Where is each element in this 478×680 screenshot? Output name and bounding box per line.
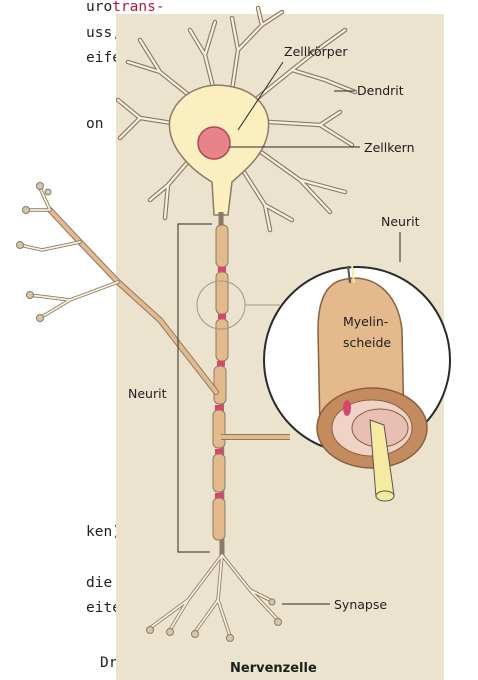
label-cell-body: Zellkörper xyxy=(284,44,348,59)
label-neurite-left: Neurit xyxy=(128,386,167,401)
label-myelin-line2: scheide xyxy=(343,335,391,350)
label-neurite-right: Neurit xyxy=(381,214,420,229)
label-synapse: Synapse xyxy=(334,597,387,612)
neurite-bracket xyxy=(178,224,212,552)
label-nucleus: Zellkern xyxy=(364,140,415,155)
label-dendrite: Dendrit xyxy=(357,83,404,98)
myelin-magnified xyxy=(264,266,450,501)
nucleus xyxy=(198,127,230,159)
axon-terminals xyxy=(147,555,282,642)
label-myelin-line1: Myelin- xyxy=(343,314,388,329)
axon xyxy=(213,212,228,560)
collateral-branch xyxy=(17,183,217,393)
figure-caption: Nervenzelle xyxy=(230,661,317,676)
